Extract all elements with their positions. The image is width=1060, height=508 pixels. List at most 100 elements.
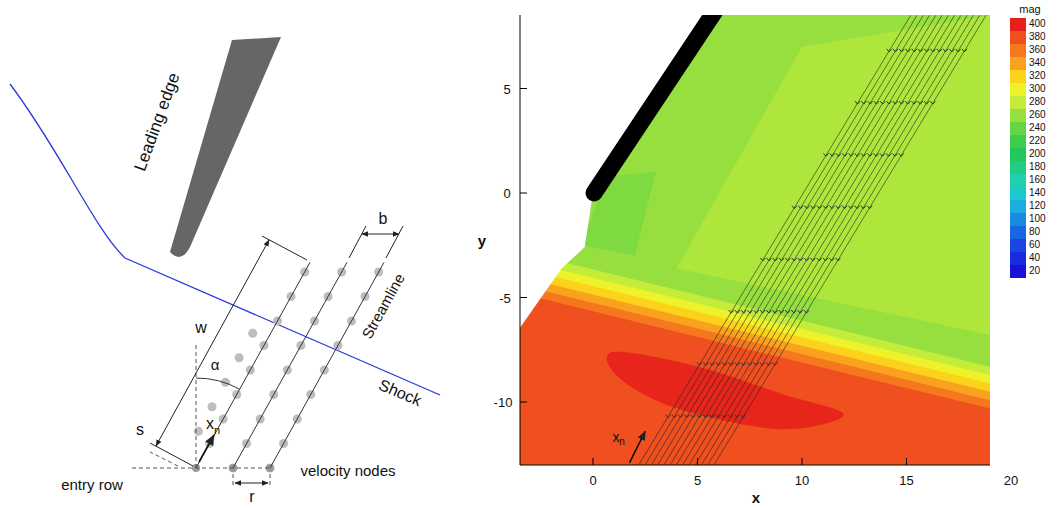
dimension-label: b — [379, 211, 388, 227]
legend-swatch — [1010, 200, 1026, 213]
node-marker — [785, 258, 790, 261]
legend-label: 40 — [1029, 253, 1040, 263]
shock-band — [520, 277, 990, 465]
node-marker — [817, 258, 822, 261]
node-marker — [773, 310, 778, 313]
legend-label: 220 — [1029, 136, 1046, 146]
node-marker — [836, 153, 841, 156]
node-marker — [792, 206, 797, 209]
extension-line — [270, 474, 271, 488]
streamline — [702, 15, 974, 464]
node-marker — [899, 101, 904, 104]
legend-swatch — [1010, 18, 1026, 31]
shock-band — [520, 293, 990, 464]
node-marker — [716, 415, 721, 418]
node-marker — [886, 101, 891, 104]
node-marker — [760, 310, 765, 313]
tick-label: 0 — [503, 187, 510, 200]
legend-label: 360 — [1029, 45, 1046, 55]
node-marker — [930, 101, 935, 104]
legend-label: 280 — [1029, 97, 1046, 107]
node-marker — [830, 206, 835, 209]
node-marker — [691, 415, 696, 418]
legend-swatch — [1010, 252, 1026, 265]
node-marker — [666, 415, 671, 418]
node-marker — [785, 310, 790, 313]
leading-edge — [170, 37, 281, 257]
node-marker — [703, 415, 708, 418]
legend-label: 180 — [1029, 162, 1046, 172]
node-marker — [773, 258, 778, 261]
node-marker — [880, 101, 885, 104]
dimension-line — [156, 240, 269, 446]
node-marker — [824, 153, 829, 156]
node-marker — [892, 153, 897, 156]
node-marker — [899, 49, 904, 52]
dimension-label: s — [136, 422, 144, 438]
legend-label: 380 — [1029, 32, 1046, 42]
part-label: velocity nodes — [300, 463, 395, 478]
legend-label: 60 — [1029, 240, 1040, 250]
node-marker — [798, 258, 803, 261]
node-marker — [754, 362, 759, 365]
node-marker — [823, 206, 828, 209]
legend-swatch — [1010, 187, 1026, 200]
node-marker — [684, 415, 689, 418]
streamline — [689, 15, 961, 464]
streamline — [658, 15, 930, 464]
axis-subscript: n — [214, 425, 220, 436]
tick — [906, 458, 907, 465]
legend-label: 320 — [1029, 71, 1046, 81]
tick — [520, 297, 527, 298]
node-marker — [728, 415, 733, 418]
node-marker — [829, 258, 834, 261]
node-marker — [798, 206, 803, 209]
part-label: Streamline — [359, 271, 407, 341]
legend-label: 140 — [1029, 188, 1046, 198]
node-marker — [811, 206, 816, 209]
node-marker — [735, 362, 740, 365]
legend-label: 120 — [1029, 201, 1046, 211]
field-region — [677, 15, 990, 335]
node-marker — [766, 362, 771, 365]
node-marker — [792, 258, 797, 261]
legend-swatch — [1010, 122, 1026, 135]
node-marker — [956, 49, 961, 52]
node-marker — [906, 49, 911, 52]
node-marker — [836, 258, 841, 261]
streamline — [677, 15, 949, 464]
legend-label: 300 — [1029, 84, 1046, 94]
legend-swatch — [1010, 96, 1026, 109]
node-marker — [867, 206, 872, 209]
streamline — [670, 15, 942, 464]
node-marker — [912, 101, 917, 104]
node-marker — [741, 310, 746, 313]
legend-label: 100 — [1029, 214, 1046, 224]
legend-label: 260 — [1029, 110, 1046, 120]
tick-label: 5 — [694, 474, 701, 487]
tick — [520, 402, 527, 403]
node-marker — [848, 206, 853, 209]
legend-swatch — [1010, 31, 1026, 44]
node-marker — [722, 362, 727, 365]
vertical-reference — [196, 342, 197, 468]
node-marker — [710, 362, 715, 365]
streamline — [645, 15, 917, 464]
node-marker — [893, 49, 898, 52]
extension-line — [386, 226, 403, 258]
node-marker — [729, 310, 734, 313]
node-marker — [810, 258, 815, 261]
tick-label: 10 — [795, 474, 809, 487]
part-label: entry row — [61, 477, 123, 492]
node-marker — [918, 101, 923, 104]
shock-band — [520, 260, 990, 465]
shock-line — [10, 84, 440, 395]
legend-swatch — [1010, 135, 1026, 148]
legend-swatch — [1010, 109, 1026, 122]
xn-arrow — [199, 435, 214, 462]
velocity-node — [235, 353, 244, 362]
extension-line — [150, 443, 193, 466]
legend-swatch — [1010, 161, 1026, 174]
node-marker — [779, 258, 784, 261]
legend-swatch — [1010, 70, 1026, 83]
